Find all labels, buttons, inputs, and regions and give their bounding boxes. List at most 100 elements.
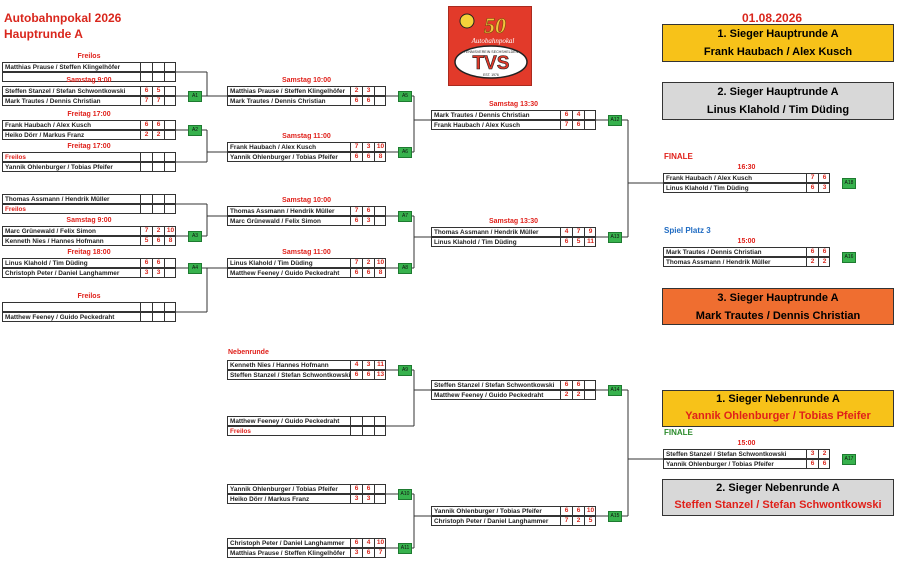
set-score: 7: [560, 516, 572, 526]
match-time-label: Samstag 11:00: [282, 249, 331, 256]
set-score: [140, 72, 152, 82]
set-score: 11: [584, 237, 596, 247]
set-score: 6: [572, 506, 584, 516]
set-score: [584, 390, 596, 400]
set-score: 5: [140, 236, 152, 246]
team-name: Thomas Assmann / Hendrik Müller: [434, 229, 539, 236]
team-name: Thomas Assmann / Hendrik Müller: [230, 208, 335, 215]
set-score: [164, 312, 176, 322]
team-name: Frank Haubach / Alex Kusch: [5, 122, 92, 129]
match-time-label: 16:30: [737, 164, 756, 171]
match-id-badge: A15: [608, 511, 622, 522]
team-name: Freilos: [5, 154, 26, 161]
result-names: Linus Klahold / Tim Düding: [706, 104, 850, 116]
set-score: 2: [350, 86, 362, 96]
svg-text:EST. 1976: EST. 1976: [483, 73, 499, 77]
team-name: Mark Trautes / Dennis Christian: [434, 112, 530, 119]
team-name: Linus Klahold / Tim Düding: [5, 260, 88, 267]
team-name: Marc Grünewald / Felix Simon: [230, 218, 321, 225]
set-score: 10: [374, 538, 386, 548]
set-score: [140, 194, 152, 204]
set-score: 2: [152, 226, 164, 236]
result-box-second-main: 2. Sieger Hauptrunde A Linus Klahold / T…: [662, 82, 894, 120]
set-score: 6: [350, 484, 362, 494]
result-label: 2. Sieger Hauptrunde A: [717, 86, 839, 98]
result-box-first-main: 1. Sieger Hauptrunde A Frank Haubach / A…: [662, 24, 894, 62]
set-score: [164, 258, 176, 268]
set-score: 4: [362, 538, 374, 548]
match-time-label: Samstag 9:00: [66, 77, 112, 84]
match-id-badge: A12: [608, 115, 622, 126]
set-score: 3: [362, 142, 374, 152]
match-id-badge: A6: [398, 147, 412, 158]
set-score: 4: [350, 360, 362, 370]
set-score: 10: [374, 142, 386, 152]
set-score: [374, 484, 386, 494]
team-name: Freilos: [230, 428, 251, 435]
team-row: Freilos: [2, 152, 176, 162]
set-score: [164, 130, 176, 140]
team-row: [2, 72, 176, 82]
set-score: [152, 194, 164, 204]
team-name: Christoph Peter / Daniel Langhammer: [230, 540, 345, 547]
set-score: 2: [572, 390, 584, 400]
set-score: 7: [374, 548, 386, 558]
set-score: 13: [374, 370, 386, 380]
svg-text:TENNISVEREIN SECHSHELDEN: TENNISVEREIN SECHSHELDEN: [464, 50, 519, 54]
set-score: 3: [350, 548, 362, 558]
result-label: 1. Sieger Nebenrunde A: [716, 393, 840, 405]
set-score: [584, 110, 596, 120]
set-score: 7: [350, 206, 362, 216]
set-score: 8: [374, 268, 386, 278]
set-score: 6: [560, 380, 572, 390]
team-row: Freilos: [227, 426, 386, 436]
match-time-label: Freitag 18:00: [67, 249, 111, 256]
page-subtitle: Hauptrunde A: [4, 27, 83, 41]
set-score: [152, 72, 164, 82]
team-row: Freilos: [2, 204, 176, 214]
page-title: Autobahnpokal 2026: [4, 11, 122, 25]
set-score: [164, 194, 176, 204]
set-score: 6: [572, 120, 584, 130]
team-name: Freilos: [5, 206, 26, 213]
result-box-second-side: 2. Sieger Nebenrunde A Steffen Stanzel /…: [662, 479, 894, 516]
set-score: 6: [362, 152, 374, 162]
team-name: Kenneth Nies / Hannes Hofmann: [5, 238, 104, 245]
set-score: 6: [362, 484, 374, 494]
team-name: Thomas Assmann / Hendrik Müller: [5, 196, 110, 203]
match-time-label: Samstag 11:00: [282, 133, 331, 140]
match-id-badge: A10: [398, 489, 412, 500]
team-name: Kenneth Nies / Hannes Hofmann: [230, 362, 329, 369]
set-score: [164, 268, 176, 278]
set-score: 11: [374, 360, 386, 370]
side-round-heading: Nebenrunde: [228, 349, 269, 356]
set-score: 7: [140, 96, 152, 106]
match-id-badge: A18: [842, 178, 856, 189]
set-score: 7: [152, 96, 164, 106]
team-name: Marc Grünewald / Felix Simon: [5, 228, 96, 235]
team-row: [2, 302, 176, 312]
match-time-label: Samstag 9:00: [66, 217, 112, 224]
set-score: [164, 86, 176, 96]
club-logo-graphic: 50 Autobahnpokal TVS TENNISVEREIN SECHSH…: [454, 13, 528, 79]
set-score: 2: [140, 130, 152, 140]
set-score: 6: [560, 110, 572, 120]
set-score: [374, 86, 386, 96]
finale-heading: FINALE: [664, 152, 693, 161]
set-score: 3: [362, 86, 374, 96]
team-name: Frank Haubach / Alex Kusch: [434, 122, 521, 129]
team-name: Yannik Ohlenburger / Tobias Pfeifer: [434, 508, 542, 515]
set-score: 10: [164, 226, 176, 236]
match-id-badge: A9: [398, 365, 412, 376]
set-score: [164, 96, 176, 106]
match-id-badge: A2: [188, 125, 202, 136]
set-score: 10: [584, 506, 596, 516]
result-label: 1. Sieger Hauptrunde A: [717, 28, 839, 40]
